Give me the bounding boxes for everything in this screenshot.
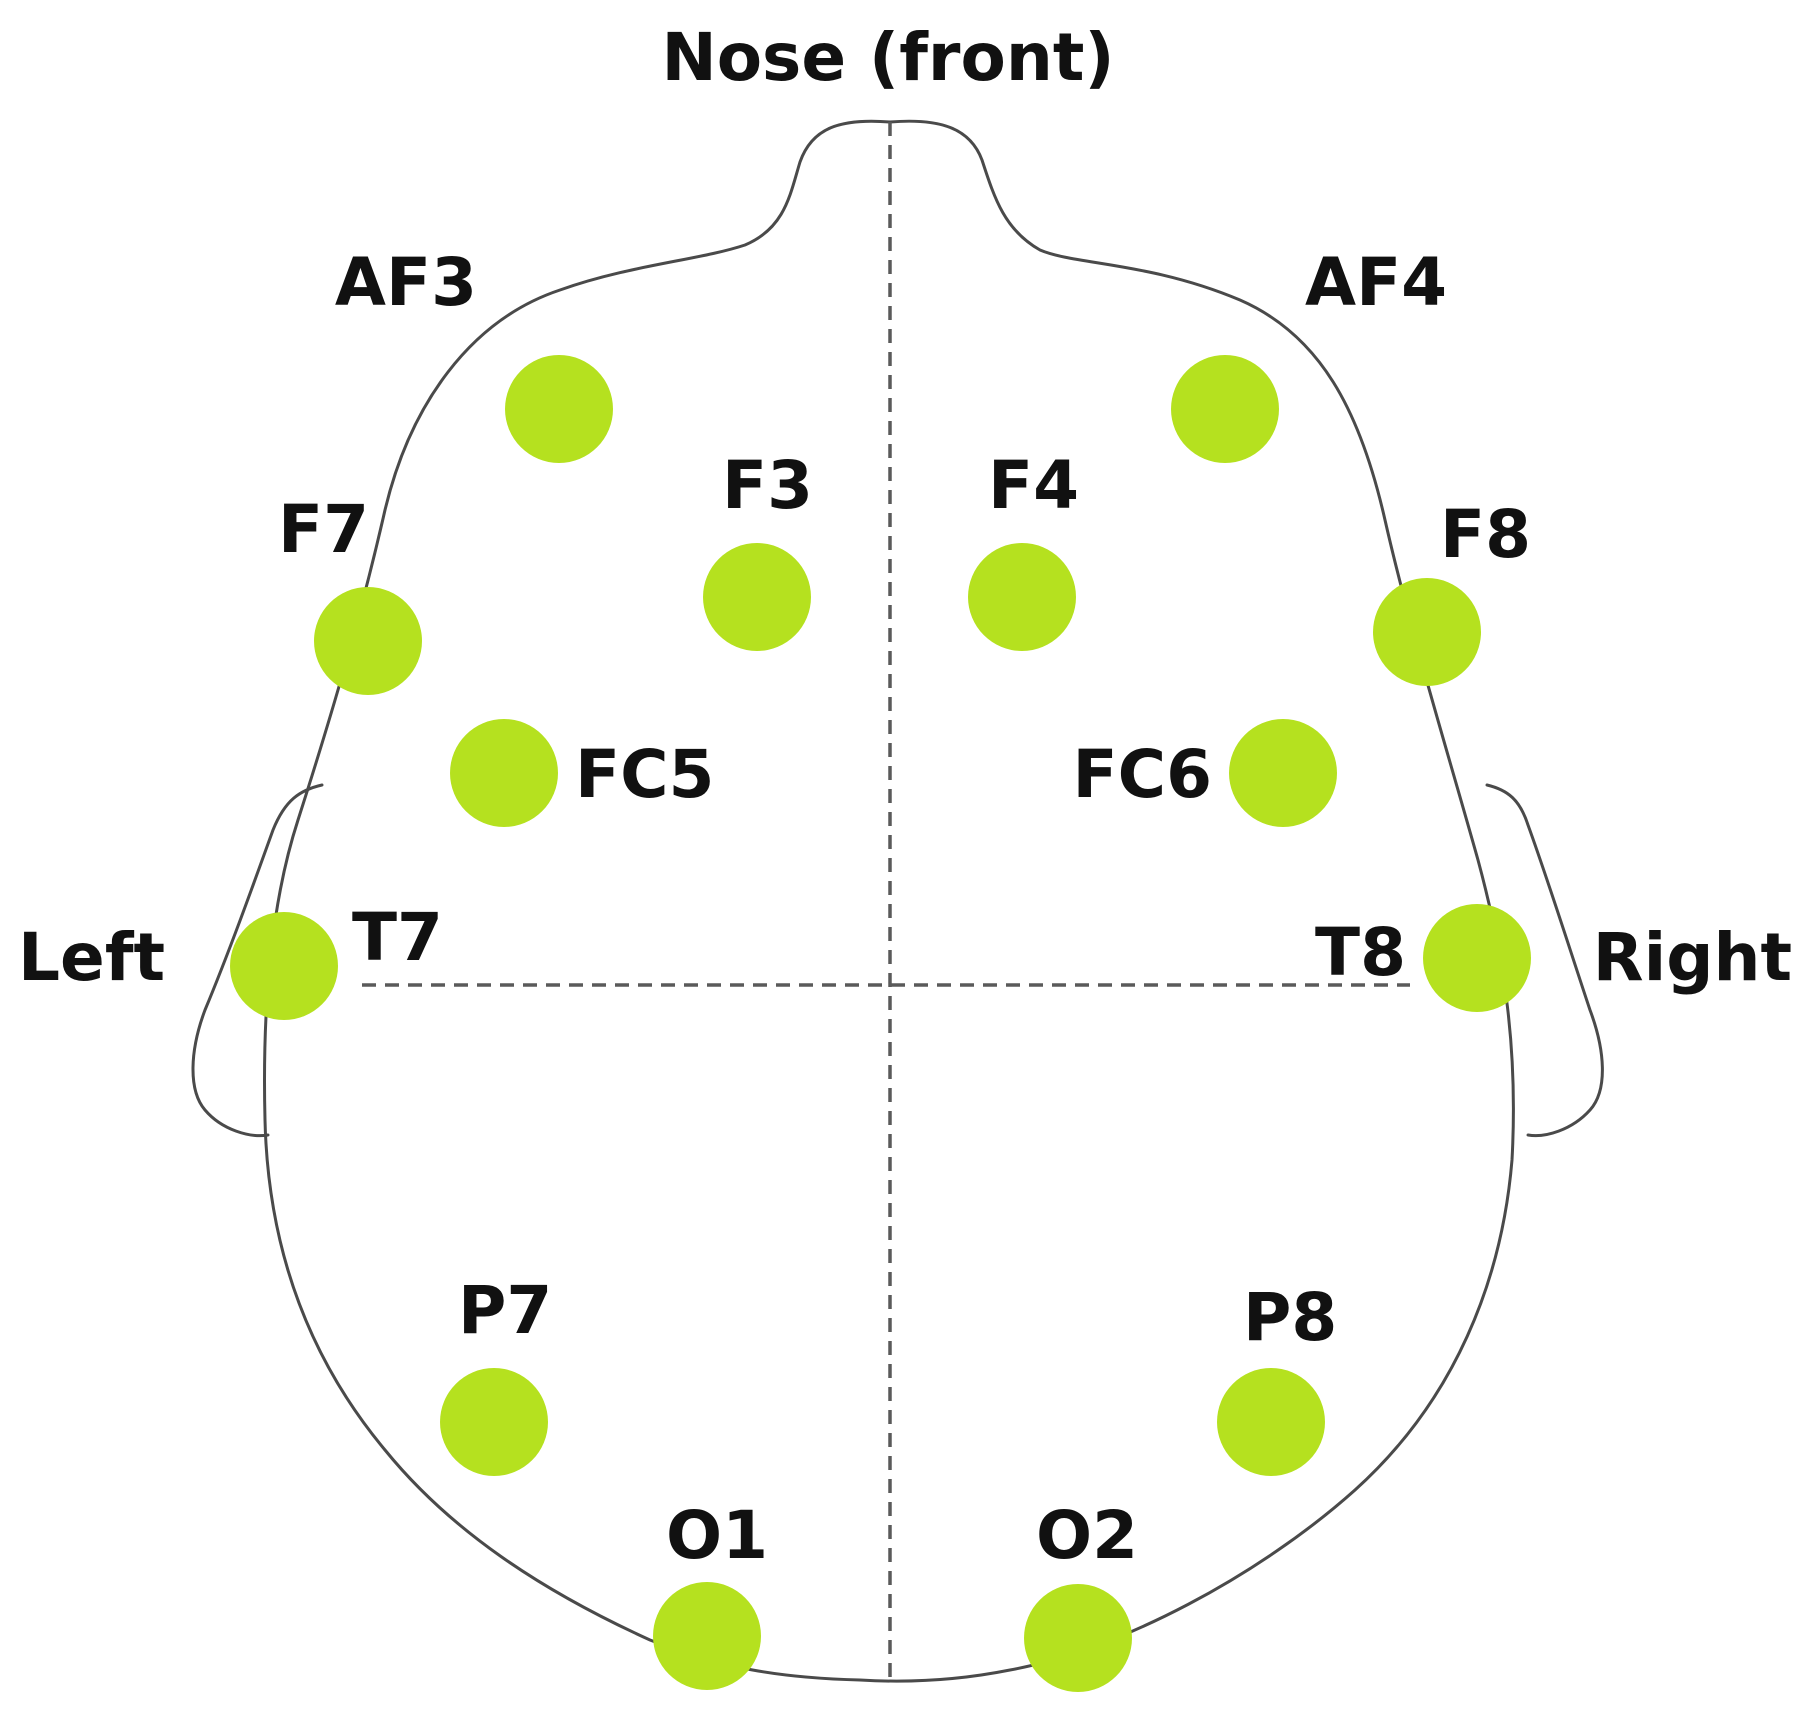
electrode-p7-dot (440, 1368, 548, 1476)
electrode-f7-label: F7 (278, 491, 369, 568)
head-outline (262, 119, 1515, 1683)
electrode-f3: F3 (703, 447, 813, 651)
electrode-t7-dot (230, 912, 338, 1020)
electrode-fc6: FC6 (1073, 719, 1337, 827)
electrode-t8-dot (1423, 904, 1531, 1012)
electrode-f3-dot (703, 543, 811, 651)
electrode-f8-label: F8 (1440, 496, 1531, 573)
electrode-p7-label: P7 (458, 1272, 552, 1349)
electrode-f8: F8 (1373, 496, 1531, 686)
electrode-o1-label: O1 (666, 1497, 768, 1574)
left-label: Left (18, 919, 165, 996)
electrode-o1: O1 (653, 1497, 768, 1690)
front-label: Nose (front) (661, 19, 1114, 96)
electrode-f3-label: F3 (722, 447, 813, 524)
electrode-o2-label: O2 (1036, 1497, 1138, 1574)
electrode-fc5: FC5 (450, 719, 714, 827)
electrode-f4-dot (968, 543, 1076, 651)
electrode-p8-label: P8 (1243, 1279, 1337, 1356)
electrode-o1-dot (653, 1582, 761, 1690)
electrode-af4-label: AF4 (1305, 244, 1447, 321)
electrode-t7-label: T7 (352, 899, 443, 976)
electrode-o2: O2 (1024, 1497, 1138, 1692)
electrode-af3-label: AF3 (335, 244, 477, 321)
electrode-t8: T8 (1315, 904, 1531, 1012)
left-ear (191, 783, 324, 1138)
electrode-f7: F7 (278, 491, 422, 695)
electrode-fc6-dot (1229, 719, 1337, 827)
electrode-p8: P8 (1217, 1279, 1337, 1476)
electrode-af4-dot (1171, 355, 1279, 463)
electrode-t7: T7 (230, 899, 443, 1020)
electrode-o2-dot (1024, 1584, 1132, 1692)
electrode-fc6-label: FC6 (1073, 736, 1212, 813)
electrode-t8-label: T8 (1315, 914, 1406, 991)
electrode-f8-dot (1373, 578, 1481, 686)
right-label: Right (1593, 919, 1792, 996)
electrode-af3: AF3 (335, 244, 613, 463)
electrode-f4: F4 (968, 447, 1079, 651)
electrode-f7-dot (314, 587, 422, 695)
electrode-p7: P7 (440, 1272, 552, 1476)
electrode-f4-label: F4 (988, 447, 1079, 524)
right-ear (1485, 783, 1604, 1138)
electrode-fc5-label: FC5 (575, 736, 714, 813)
electrode-af4: AF4 (1171, 244, 1447, 463)
electrode-p8-dot (1217, 1368, 1325, 1476)
electrode-af3-dot (505, 355, 613, 463)
electrode-fc5-dot (450, 719, 558, 827)
